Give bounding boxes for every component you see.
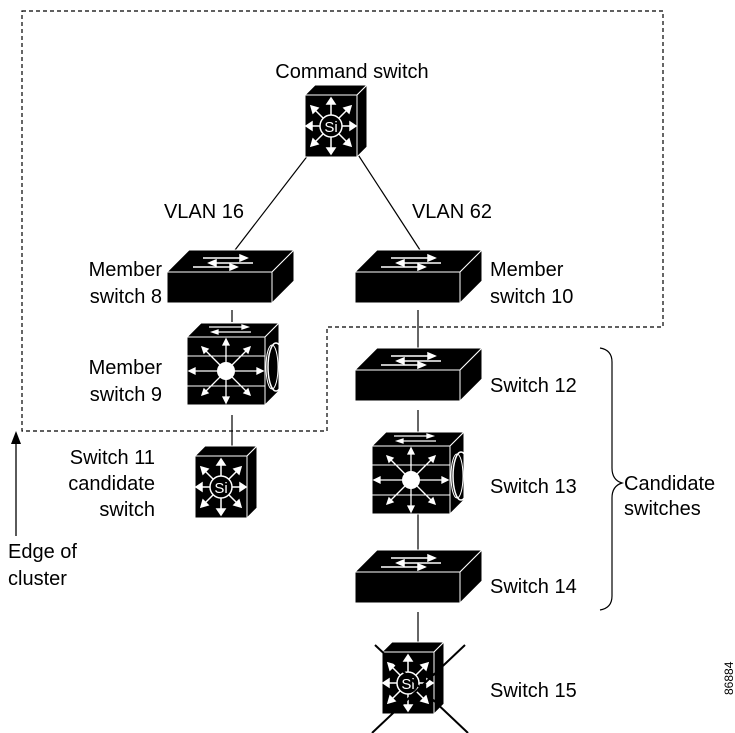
- member10-label-line1: Member: [490, 259, 564, 281]
- switch-13-icon: [371, 431, 470, 515]
- switch11-label-line1: Switch 11: [70, 447, 155, 469]
- figure-id: 86884: [722, 661, 735, 695]
- connections: [231, 149, 421, 642]
- member9-label-line2: switch 9: [90, 384, 162, 406]
- candidate-brace: [599, 347, 625, 611]
- switch-15-crossed-icon: [371, 641, 469, 733]
- candidate-switches-label-line1: Candidate: [624, 473, 715, 495]
- member8-label-line2: switch 8: [90, 286, 162, 308]
- vlan-16-label: VLAN 16: [164, 201, 244, 223]
- edge-of-cluster-label-line2: cluster: [8, 568, 67, 590]
- member-switch-10-icon: [354, 249, 483, 304]
- switch-14-icon: [354, 549, 483, 604]
- member-switch-9-icon: [186, 322, 285, 406]
- switch15-label: Switch 15: [490, 680, 577, 702]
- switch13-label: Switch 13: [490, 476, 577, 498]
- command-switch-label: Command switch: [275, 61, 428, 83]
- command-switch-icon: [304, 84, 368, 158]
- member-switch-8-icon: [166, 249, 295, 304]
- switch14-label: Switch 14: [490, 576, 577, 598]
- switch-11-icon: [194, 445, 258, 519]
- member8-label-line1: Member: [89, 259, 163, 281]
- edge-arrow: [11, 431, 21, 536]
- candidate-switches-label-line2: switches: [624, 498, 701, 520]
- edge-of-cluster-label-line1: Edge of: [8, 541, 77, 563]
- member9-label-line1: Member: [89, 357, 163, 379]
- switch11-label-line2: candidate: [68, 473, 155, 495]
- switch11-label-line3: switch: [99, 499, 155, 521]
- switch12-label: Switch 12: [490, 375, 577, 397]
- cluster-boundary: [21, 10, 664, 432]
- switch-12-icon: [354, 347, 483, 402]
- member10-label-line2: switch 10: [490, 286, 573, 308]
- vlan-62-label: VLAN 62: [412, 201, 492, 223]
